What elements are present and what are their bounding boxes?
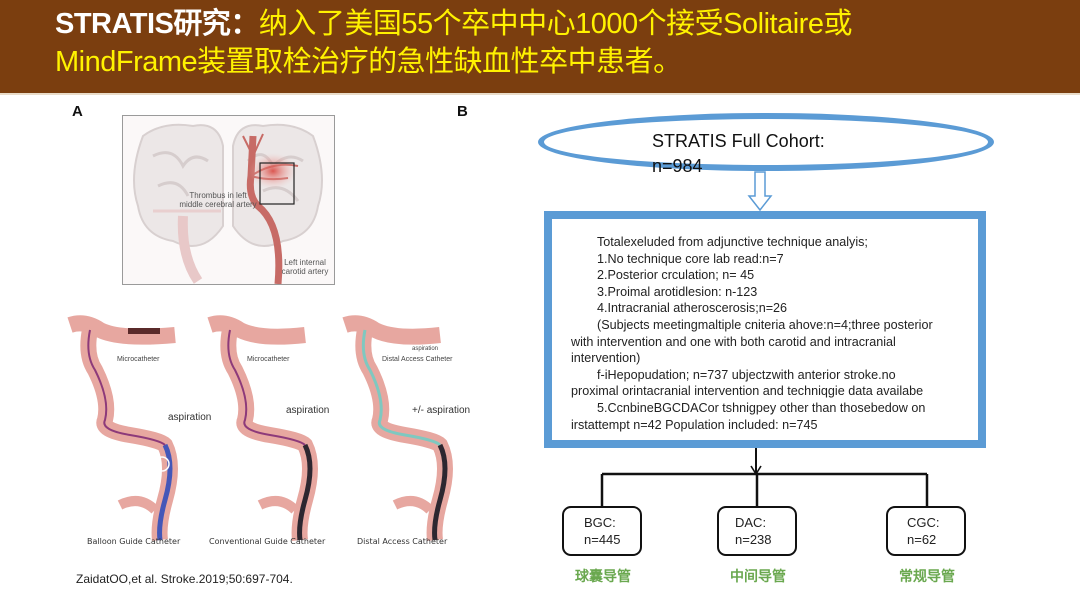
exclusion-line: irstattempt n=42 Population included: n=… (571, 417, 818, 432)
group-box-dac (717, 506, 797, 556)
title-line-1-text: 纳入了美国55个卒中中心1000个接受Solitaire或 (258, 8, 853, 40)
catheter-3-aspiration-label: +/- aspiration (412, 405, 471, 416)
exclusion-line: Totalexeluded from adjunctive technique … (597, 235, 868, 249)
panel-b-label: B (457, 103, 468, 120)
group-label-bgc: 球囊导管 (575, 568, 631, 584)
exclusion-line: (Subjects meetingmaltiple cniteria ahove… (597, 317, 933, 332)
group-box-cgc (886, 506, 966, 556)
group-label-dac: 中间导管 (730, 568, 786, 584)
title-banner: STRATIS研究：纳入了美国55个卒中中心1000个接受Solitaire或 … (0, 0, 1080, 95)
cohort-title: STRATIS Full Cohort: (652, 131, 825, 151)
group-box-bgc (562, 506, 642, 556)
group-text-cgc: CGC: n=62 (907, 515, 940, 547)
exclusion-line: proximal orintacranial intervention and … (571, 384, 924, 399)
catheter-3-caption: Distal Access Catheter (357, 537, 448, 546)
panel-a-label: A (72, 103, 83, 120)
group-label-cgc: 常规导管 (899, 568, 955, 584)
brain-illustration (133, 123, 323, 284)
hollow-down-arrow-icon (747, 171, 773, 212)
exclusion-line: f-iHepopudation; n=737 ubjectzwith anter… (597, 367, 896, 382)
title-line-2: MindFrame装置取栓治疗的急性缺血性卒中患者。 (55, 46, 682, 78)
group-text-bgc: BGC: n=445 (584, 515, 621, 547)
exclusion-line: intervention) (571, 351, 641, 366)
brain-artery-figure: Thrombus in left middle cerebral artery … (122, 115, 335, 285)
arrow-head-icon (750, 465, 762, 476)
title-prefix: STRATIS研究： (55, 8, 259, 40)
catheter-1-caption: Balloon Guide Catheter (87, 537, 181, 546)
catheter-2-caption: Conventional Guide Catheter (209, 537, 326, 546)
cohort-n: n=984 (652, 156, 703, 176)
exclusion-line: 2.Posterior crculation; n= 45 (597, 268, 755, 283)
exclusion-line: 1.No technique core lab read:n=7 (597, 251, 784, 266)
exclusion-line: with intervention and one with both caro… (571, 334, 896, 349)
exclusion-line: 3.Proimal arotidlesion: n-123 (597, 284, 758, 299)
catheter-2-aspiration-label: aspiration (286, 405, 330, 416)
catheter-1-aspiration-label: aspiration (168, 412, 212, 423)
exclusion-line: 5.CcnbineBGCDACor tshnigpey other than t… (597, 400, 926, 415)
thrombus-highlight-box (259, 162, 295, 205)
cohort-oval (538, 113, 994, 171)
exclusion-box (544, 211, 986, 448)
group-text-dac: DAC: n=238 (735, 515, 772, 547)
catheter-3-top-label: aspiration (412, 346, 439, 352)
catheter-1-pointer-label: Microcatheter (117, 356, 160, 363)
catheter-3-pointer-label: Distal Access Catheter (382, 356, 453, 363)
catheter-2-pointer-label: Microcatheter (247, 356, 290, 363)
exclusion-text: Totalexeluded from adjunctive technique … (571, 234, 971, 433)
title-line-1: STRATIS研究：纳入了美国55个卒中中心1000个接受Solitaire或 (55, 6, 852, 42)
exclusion-line: 4.Intracranial atheroscerosis;n=26 (597, 301, 788, 316)
citation: ZaidatOO,et al. Stroke.2019;50:697-704. (76, 572, 293, 586)
thrombus-label: Thrombus in left middle cerebral artery (179, 191, 257, 209)
carotid-label: Left internal carotid artery (281, 258, 329, 276)
